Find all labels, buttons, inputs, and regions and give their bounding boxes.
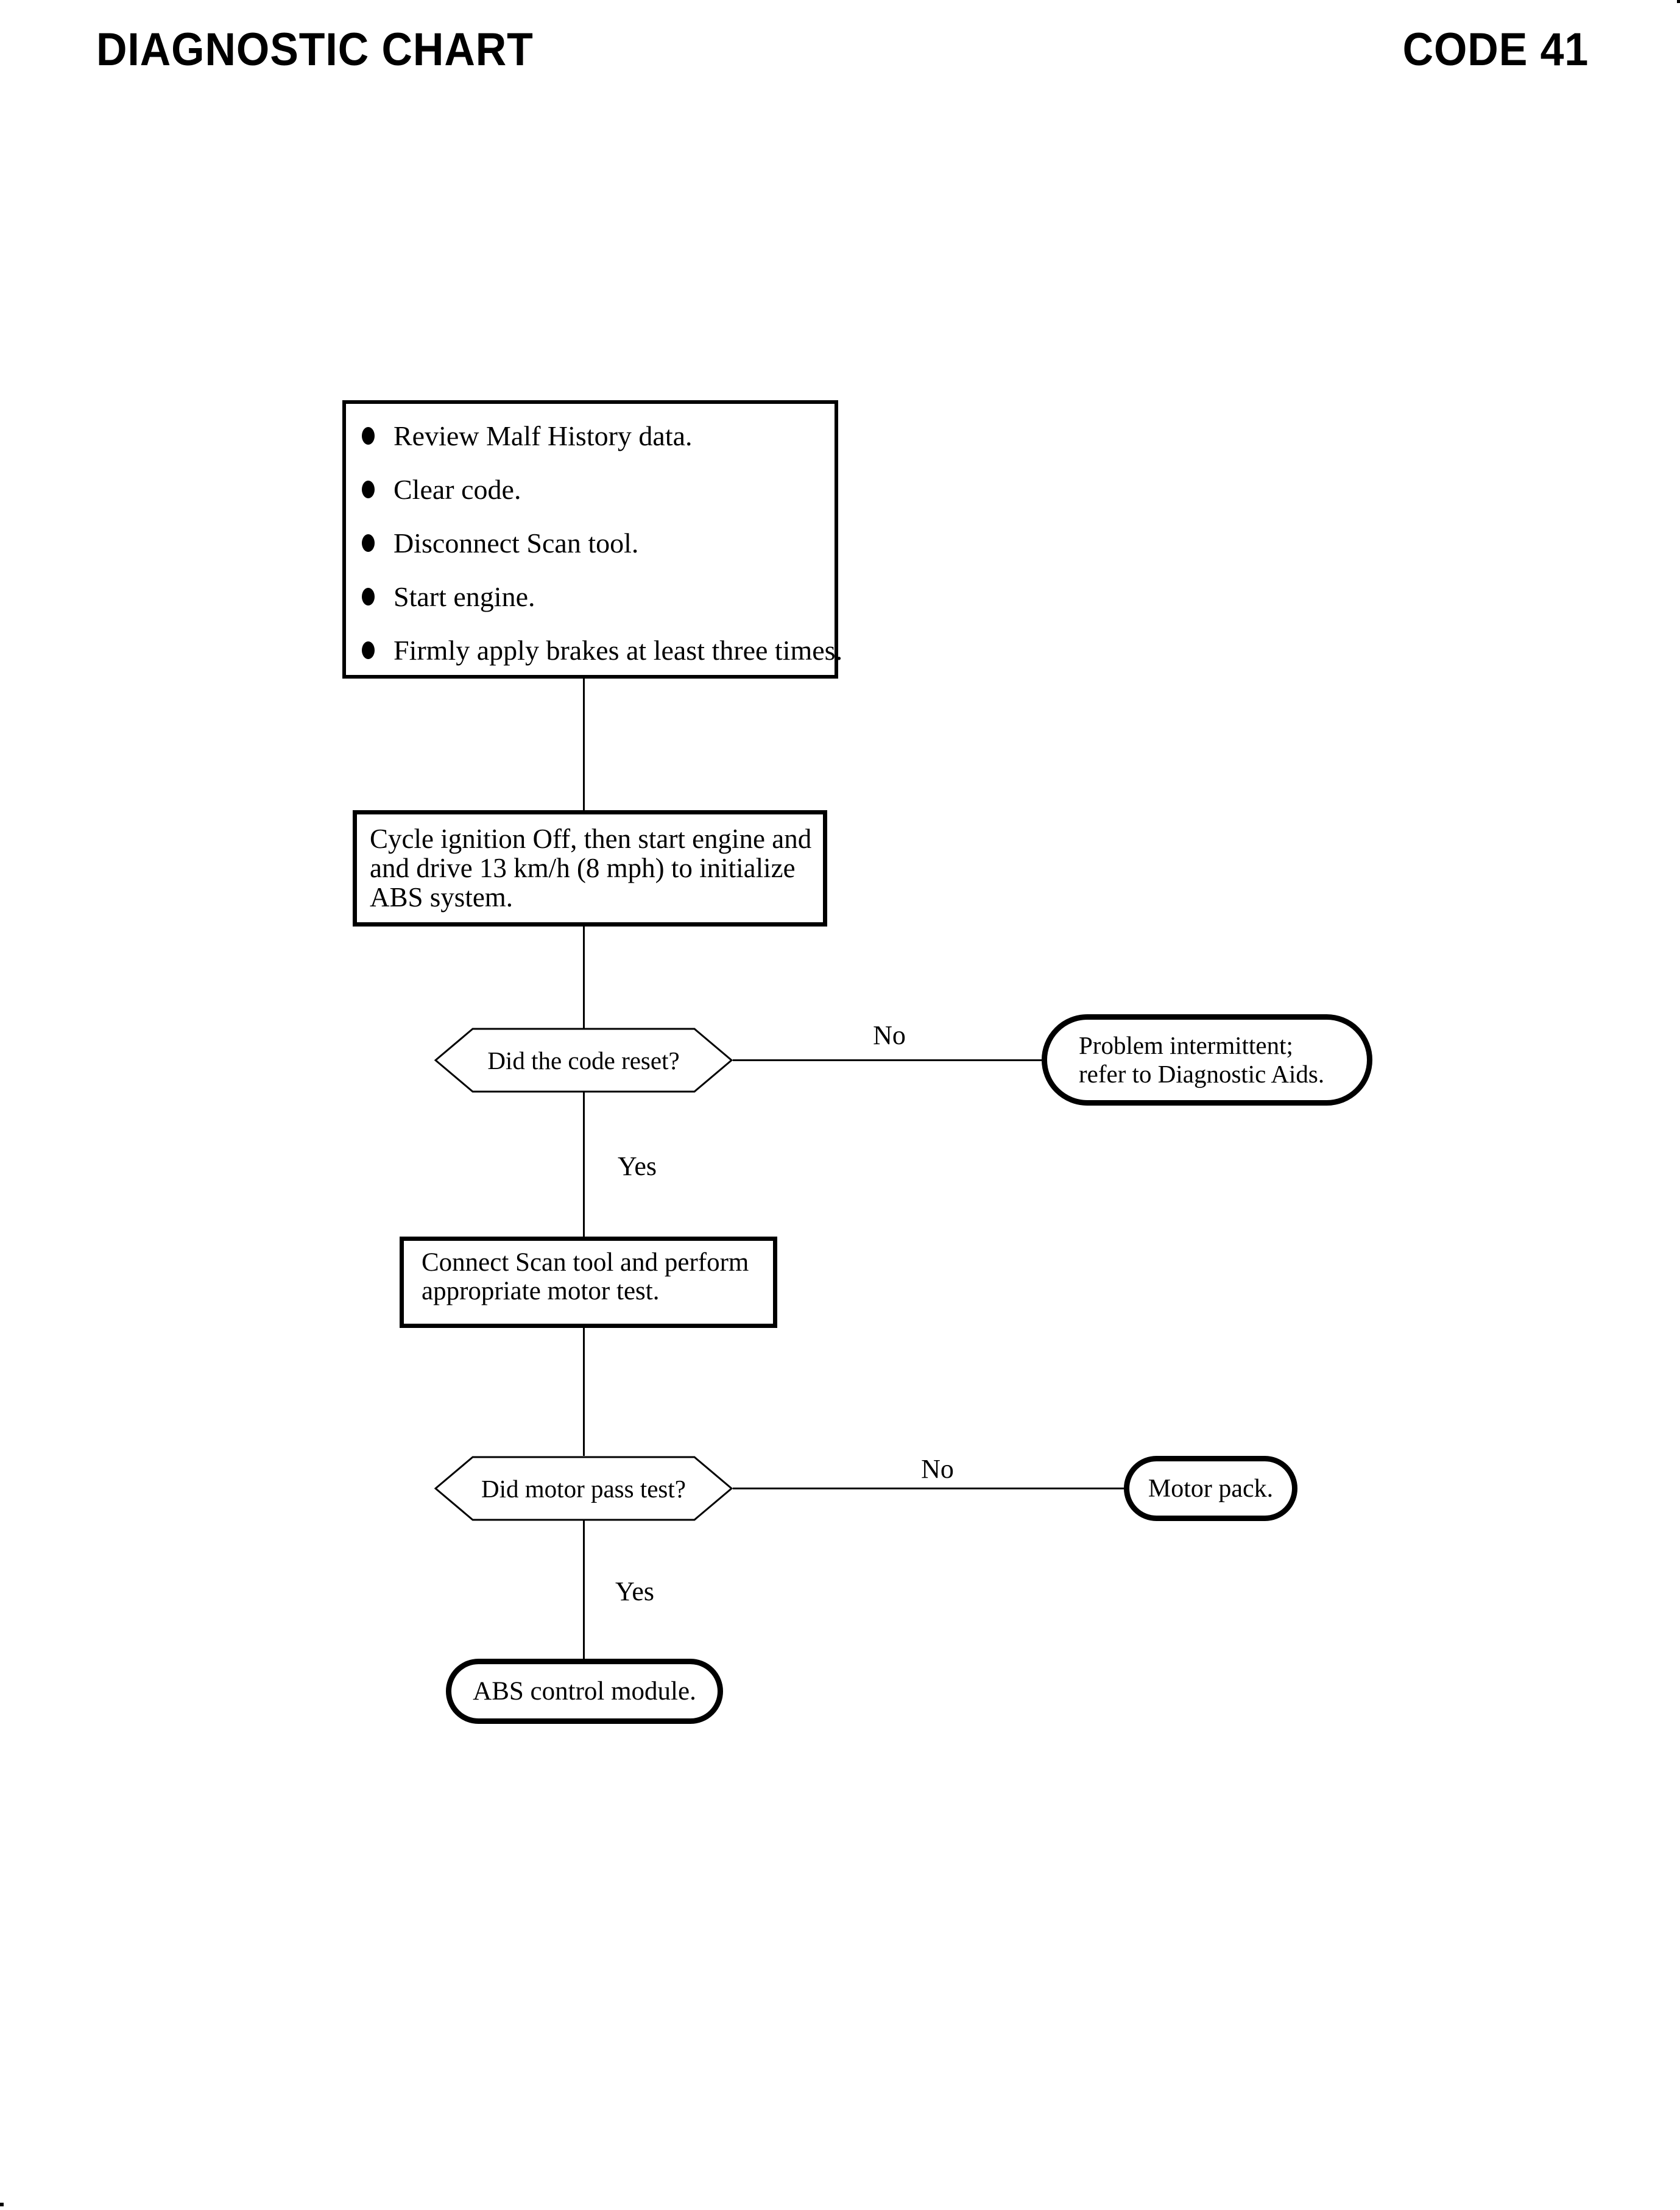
connector-decision2-no [733,1488,1124,1489]
connector-step3-decision2 [583,1328,585,1456]
scan-artifact [1677,0,1680,3]
step-cycle-ignition-box: Cycle ignition Off, then start engine an… [353,810,827,927]
bullet-text: Start engine. [394,581,535,612]
bullet-text: Review Malf History data. [394,420,693,451]
step-preliminary-actions-box: Review Malf History data. Clear code. Di… [342,400,842,679]
bullet-text: Disconnect Scan tool. [394,528,639,559]
terminal-motor-pack: Motor pack. [1124,1456,1297,1521]
list-item: Review Malf History data. [362,420,828,453]
list-item: Start engine. [362,581,828,613]
connector-step2-decision1 [583,927,585,1028]
page-code: CODE 41 [1402,24,1589,76]
connector-decision1-no [733,1059,1042,1061]
terminal-problem-intermittent: Problem intermittent; refer to Diagnosti… [1042,1014,1372,1106]
box-text-line: Connect Scan tool and perform [422,1248,749,1277]
decision-code-reset: Did the code reset? [434,1028,733,1093]
connector-step1-step2 [583,679,585,810]
decision-question: Did the code reset? [487,1046,680,1075]
hexagon-shape [434,1028,733,1093]
bullet-icon [362,534,375,552]
connector-decision1-yes [583,1092,585,1237]
list-item: Disconnect Scan tool. [362,527,828,560]
branch-label-no: No [873,1020,906,1050]
hexagon-shape [434,1456,733,1521]
list-item: Clear code. [362,473,828,506]
connector-decision2-yes [583,1520,585,1659]
page-title: DIAGNOSTIC CHART [96,24,534,76]
step-connect-scan-tool-box: Connect Scan tool and perform appropriat… [400,1237,777,1328]
terminal-text: Motor pack. [1148,1474,1274,1503]
box-text-line: and drive 13 km/h (8 mph) to initialize [370,853,796,883]
bullet-icon [362,641,375,659]
terminal-text-line: refer to Diagnostic Aids. [1079,1060,1325,1088]
bullet-text: Firmly apply brakes at least three times… [394,635,843,666]
branch-label-yes: Yes [617,1151,657,1181]
bullet-icon [362,427,375,445]
box-text-line: ABS system. [370,882,514,913]
bullet-icon [362,588,375,605]
branch-label-no: No [921,1454,954,1484]
box-text-line: appropriate motor test. [422,1277,660,1305]
branch-label-yes: Yes [615,1576,655,1606]
list-item: Firmly apply brakes at least three times… [362,634,842,667]
terminal-abs-control-module: ABS control module. [446,1659,723,1724]
decision-question: Did motor pass test? [481,1474,686,1503]
terminal-text-line: Problem intermittent; [1079,1031,1293,1059]
scan-artifact [0,2203,4,2206]
bullet-text: Clear code. [394,474,521,505]
terminal-text: ABS control module. [473,1677,696,1706]
bullet-icon [362,481,375,498]
box-text-line: Cycle ignition Off, then start engine an… [370,824,812,854]
decision-motor-pass-test: Did motor pass test? [434,1456,733,1521]
